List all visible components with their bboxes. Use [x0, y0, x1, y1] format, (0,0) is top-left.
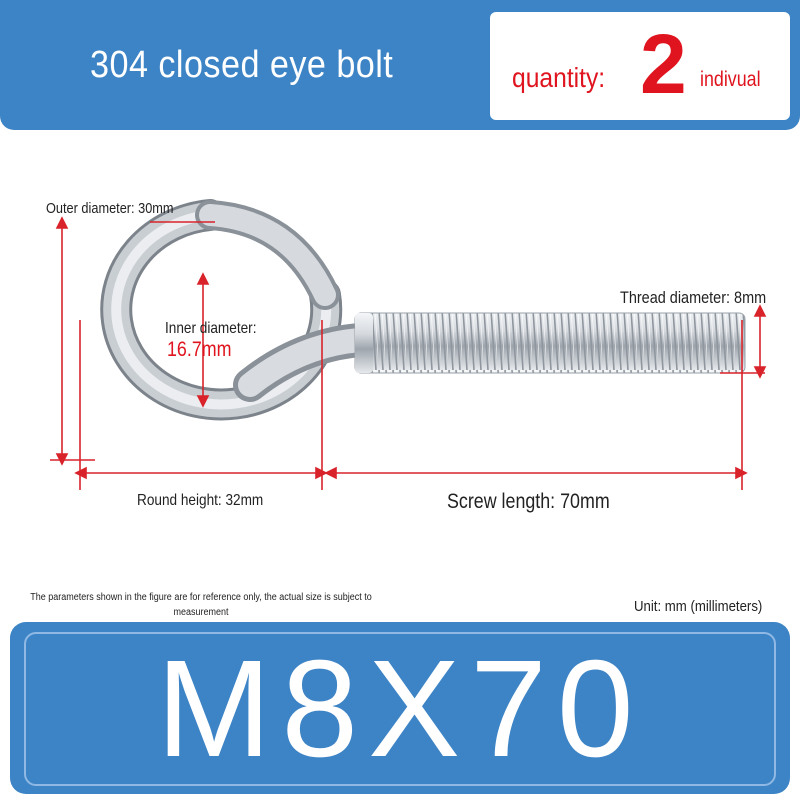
thread-diameter-label: Thread diameter: 8mm — [620, 288, 767, 307]
eye-ring — [100, 199, 377, 421]
round-height-label: Round height: 32mm — [137, 492, 264, 509]
quantity-unit: indivual — [700, 68, 761, 91]
quantity-box: quantity: 2 indivual — [490, 12, 790, 120]
quantity-value: 2 — [640, 17, 687, 111]
header-bar: 304 closed eye bolt quantity: 2 indivual — [0, 0, 800, 130]
inner-diameter-value: 16.7mm — [167, 338, 232, 361]
dimension-lines — [50, 216, 767, 490]
screw-length-label: Screw length: 70mm — [447, 490, 610, 513]
model-label: M8X70 — [156, 632, 644, 786]
threaded-shaft — [354, 312, 746, 374]
quantity-label: quantity: — [512, 62, 606, 93]
model-banner: M8X70 — [10, 622, 790, 794]
reference-disclaimer: The parameters shown in the figure are f… — [30, 592, 372, 618]
inner-diameter-label: Inner diameter: — [165, 320, 257, 337]
product-title: 304 closed eye bolt — [90, 44, 394, 86]
model-banner-inner: M8X70 — [24, 632, 776, 786]
outer-diameter-label: Outer diameter: 30mm — [46, 200, 174, 217]
eye-bolt-illustration — [50, 199, 767, 490]
unit-note: Unit: mm (millimeters) — [634, 598, 763, 615]
eye-bolt-diagram: Outer diameter: 30mm Inner diameter: 16.… — [0, 130, 800, 590]
